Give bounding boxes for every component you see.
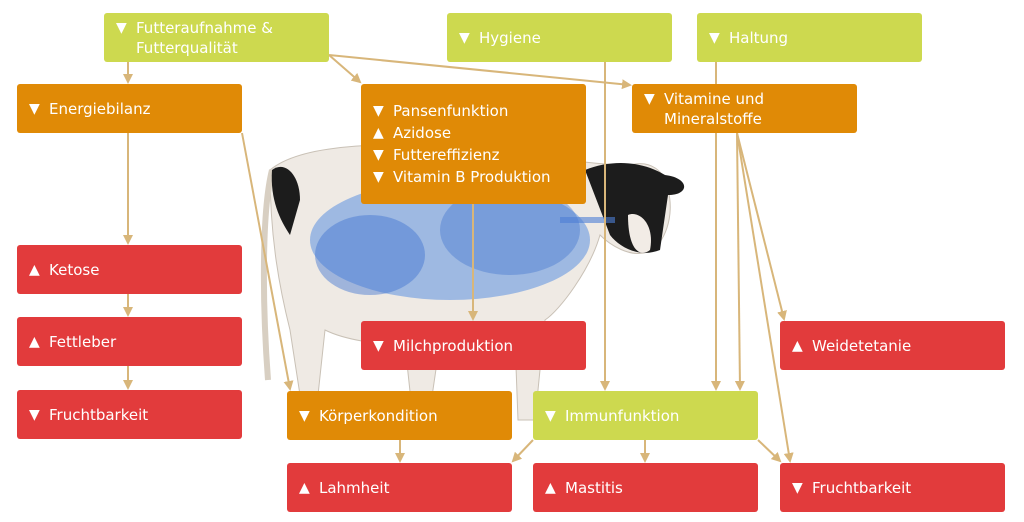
connector — [511, 439, 534, 463]
effect-lahmheit: ▲ Lahmheit — [287, 463, 512, 512]
box-item: ▲ Azidose — [373, 123, 574, 143]
factor-vitamine: ▼ Vitamine und Mineralstoffe — [632, 84, 857, 133]
box-item-label: Immunfunktion — [565, 406, 680, 425]
connector — [734, 132, 745, 391]
box-item: ▼ Körperkondition — [299, 406, 500, 426]
triangle-down-icon: ▼ — [373, 337, 384, 354]
box-item: ▼ Energiebilanz — [29, 99, 230, 119]
triangle-down-icon: ▼ — [644, 90, 655, 107]
effect-fettleber: ▲ Fettleber — [17, 317, 242, 366]
box-item-label: Energiebilanz — [49, 99, 151, 118]
box-item: ▲ Lahmheit — [299, 478, 500, 498]
box-item-label: Azidose — [393, 124, 452, 142]
box-item-label: Vitamine und Mineralstoffe — [664, 89, 764, 128]
triangle-down-icon: ▼ — [116, 19, 127, 36]
box-item: ▼ Futtereffizienz — [373, 145, 574, 165]
box-item: ▼ Hygiene — [459, 28, 660, 48]
connector — [328, 54, 632, 90]
box-item: ▼ Haltung — [709, 28, 910, 48]
triangle-down-icon: ▼ — [373, 169, 384, 185]
box-item: ▼ Vitamin B Produktion — [373, 167, 574, 187]
box-item: ▲ Mastitis — [545, 478, 746, 498]
box-item-label: Mastitis — [565, 478, 623, 497]
effect-milchproduktion: ▼ Milchproduktion — [361, 321, 586, 370]
triangle-up-icon: ▲ — [373, 125, 384, 141]
triangle-down-icon: ▼ — [545, 407, 556, 424]
box-item-label: Vitamin B Produktion — [393, 168, 551, 186]
box-item-label: Hygiene — [479, 28, 541, 47]
box-item-label: Pansenfunktion — [393, 102, 509, 120]
box-item-label: Futteraufnahme & Futterqualität — [136, 18, 273, 57]
box-item: ▼ Fruchtbarkeit — [29, 405, 230, 425]
effect-mastitis: ▲ Mastitis — [533, 463, 758, 512]
triangle-up-icon: ▲ — [792, 337, 803, 354]
connector — [241, 132, 294, 391]
effect-ketose: ▲ Ketose — [17, 245, 242, 294]
box-item: ▲ Fettleber — [29, 332, 230, 352]
box-item-label: Körperkondition — [319, 406, 438, 425]
box-item: ▼ Vitamine und Mineralstoffe — [644, 89, 845, 129]
box-item: ▼ Fruchtbarkeit — [792, 478, 993, 498]
triangle-down-icon: ▼ — [299, 407, 310, 424]
box-item-label: Fettleber — [49, 332, 117, 351]
box-item-label: Haltung — [729, 28, 789, 47]
factor-immunfunktion: ▼ Immunfunktion — [533, 391, 758, 440]
box-item: ▲ Ketose — [29, 260, 230, 280]
box-item: ▼ Milchproduktion — [373, 336, 574, 356]
connector — [328, 54, 362, 84]
box-item: ▲ Weidetetanie — [792, 336, 993, 356]
cow-icon — [260, 144, 685, 421]
box-item: ▼ Immunfunktion — [545, 406, 746, 426]
triangle-down-icon: ▼ — [373, 147, 384, 163]
triangle-up-icon: ▲ — [29, 333, 40, 350]
connector — [736, 132, 794, 463]
connector — [736, 132, 787, 321]
triangle-down-icon: ▼ — [709, 29, 720, 46]
effect-weidetetanie: ▲ Weidetetanie — [780, 321, 1005, 370]
box-item-label: Futtereffizienz — [393, 146, 500, 164]
factor-futteraufnahme: ▼ Futteraufnahme & Futterqualität — [104, 13, 329, 62]
factor-energiebilanz: ▼ Energiebilanz — [17, 84, 242, 133]
box-item: ▼ Pansenfunktion — [373, 101, 574, 121]
triangle-up-icon: ▲ — [299, 479, 310, 496]
effect-fruchtbarkeit-left: ▼ Fruchtbarkeit — [17, 390, 242, 439]
triangle-down-icon: ▼ — [29, 406, 40, 423]
triangle-up-icon: ▲ — [29, 261, 40, 278]
effect-fruchtbarkeit-right: ▼ Fruchtbarkeit — [780, 463, 1005, 512]
box-item-label: Ketose — [49, 260, 100, 279]
triangle-up-icon: ▲ — [545, 479, 556, 496]
triangle-down-icon: ▼ — [29, 100, 40, 117]
connector — [757, 439, 782, 463]
box-item-label: Fruchtbarkeit — [812, 478, 912, 497]
box-item-label: Weidetetanie — [812, 336, 912, 355]
factor-pansenfunktion: ▼Pansenfunktion▲Azidose▼Futtereffizienz▼… — [361, 84, 586, 204]
box-item-label: Lahmheit — [319, 478, 390, 497]
triangle-down-icon: ▼ — [459, 29, 470, 46]
factor-hygiene: ▼ Hygiene — [447, 13, 672, 62]
factor-haltung: ▼ Haltung — [697, 13, 922, 62]
triangle-down-icon: ▼ — [373, 103, 384, 119]
box-item: ▼ Futteraufnahme & Futterqualität — [116, 18, 317, 58]
box-item-label: Fruchtbarkeit — [49, 405, 149, 424]
factor-koerperkondition: ▼ Körperkondition — [287, 391, 512, 440]
box-item-label: Milchproduktion — [393, 336, 514, 355]
triangle-down-icon: ▼ — [792, 479, 803, 496]
